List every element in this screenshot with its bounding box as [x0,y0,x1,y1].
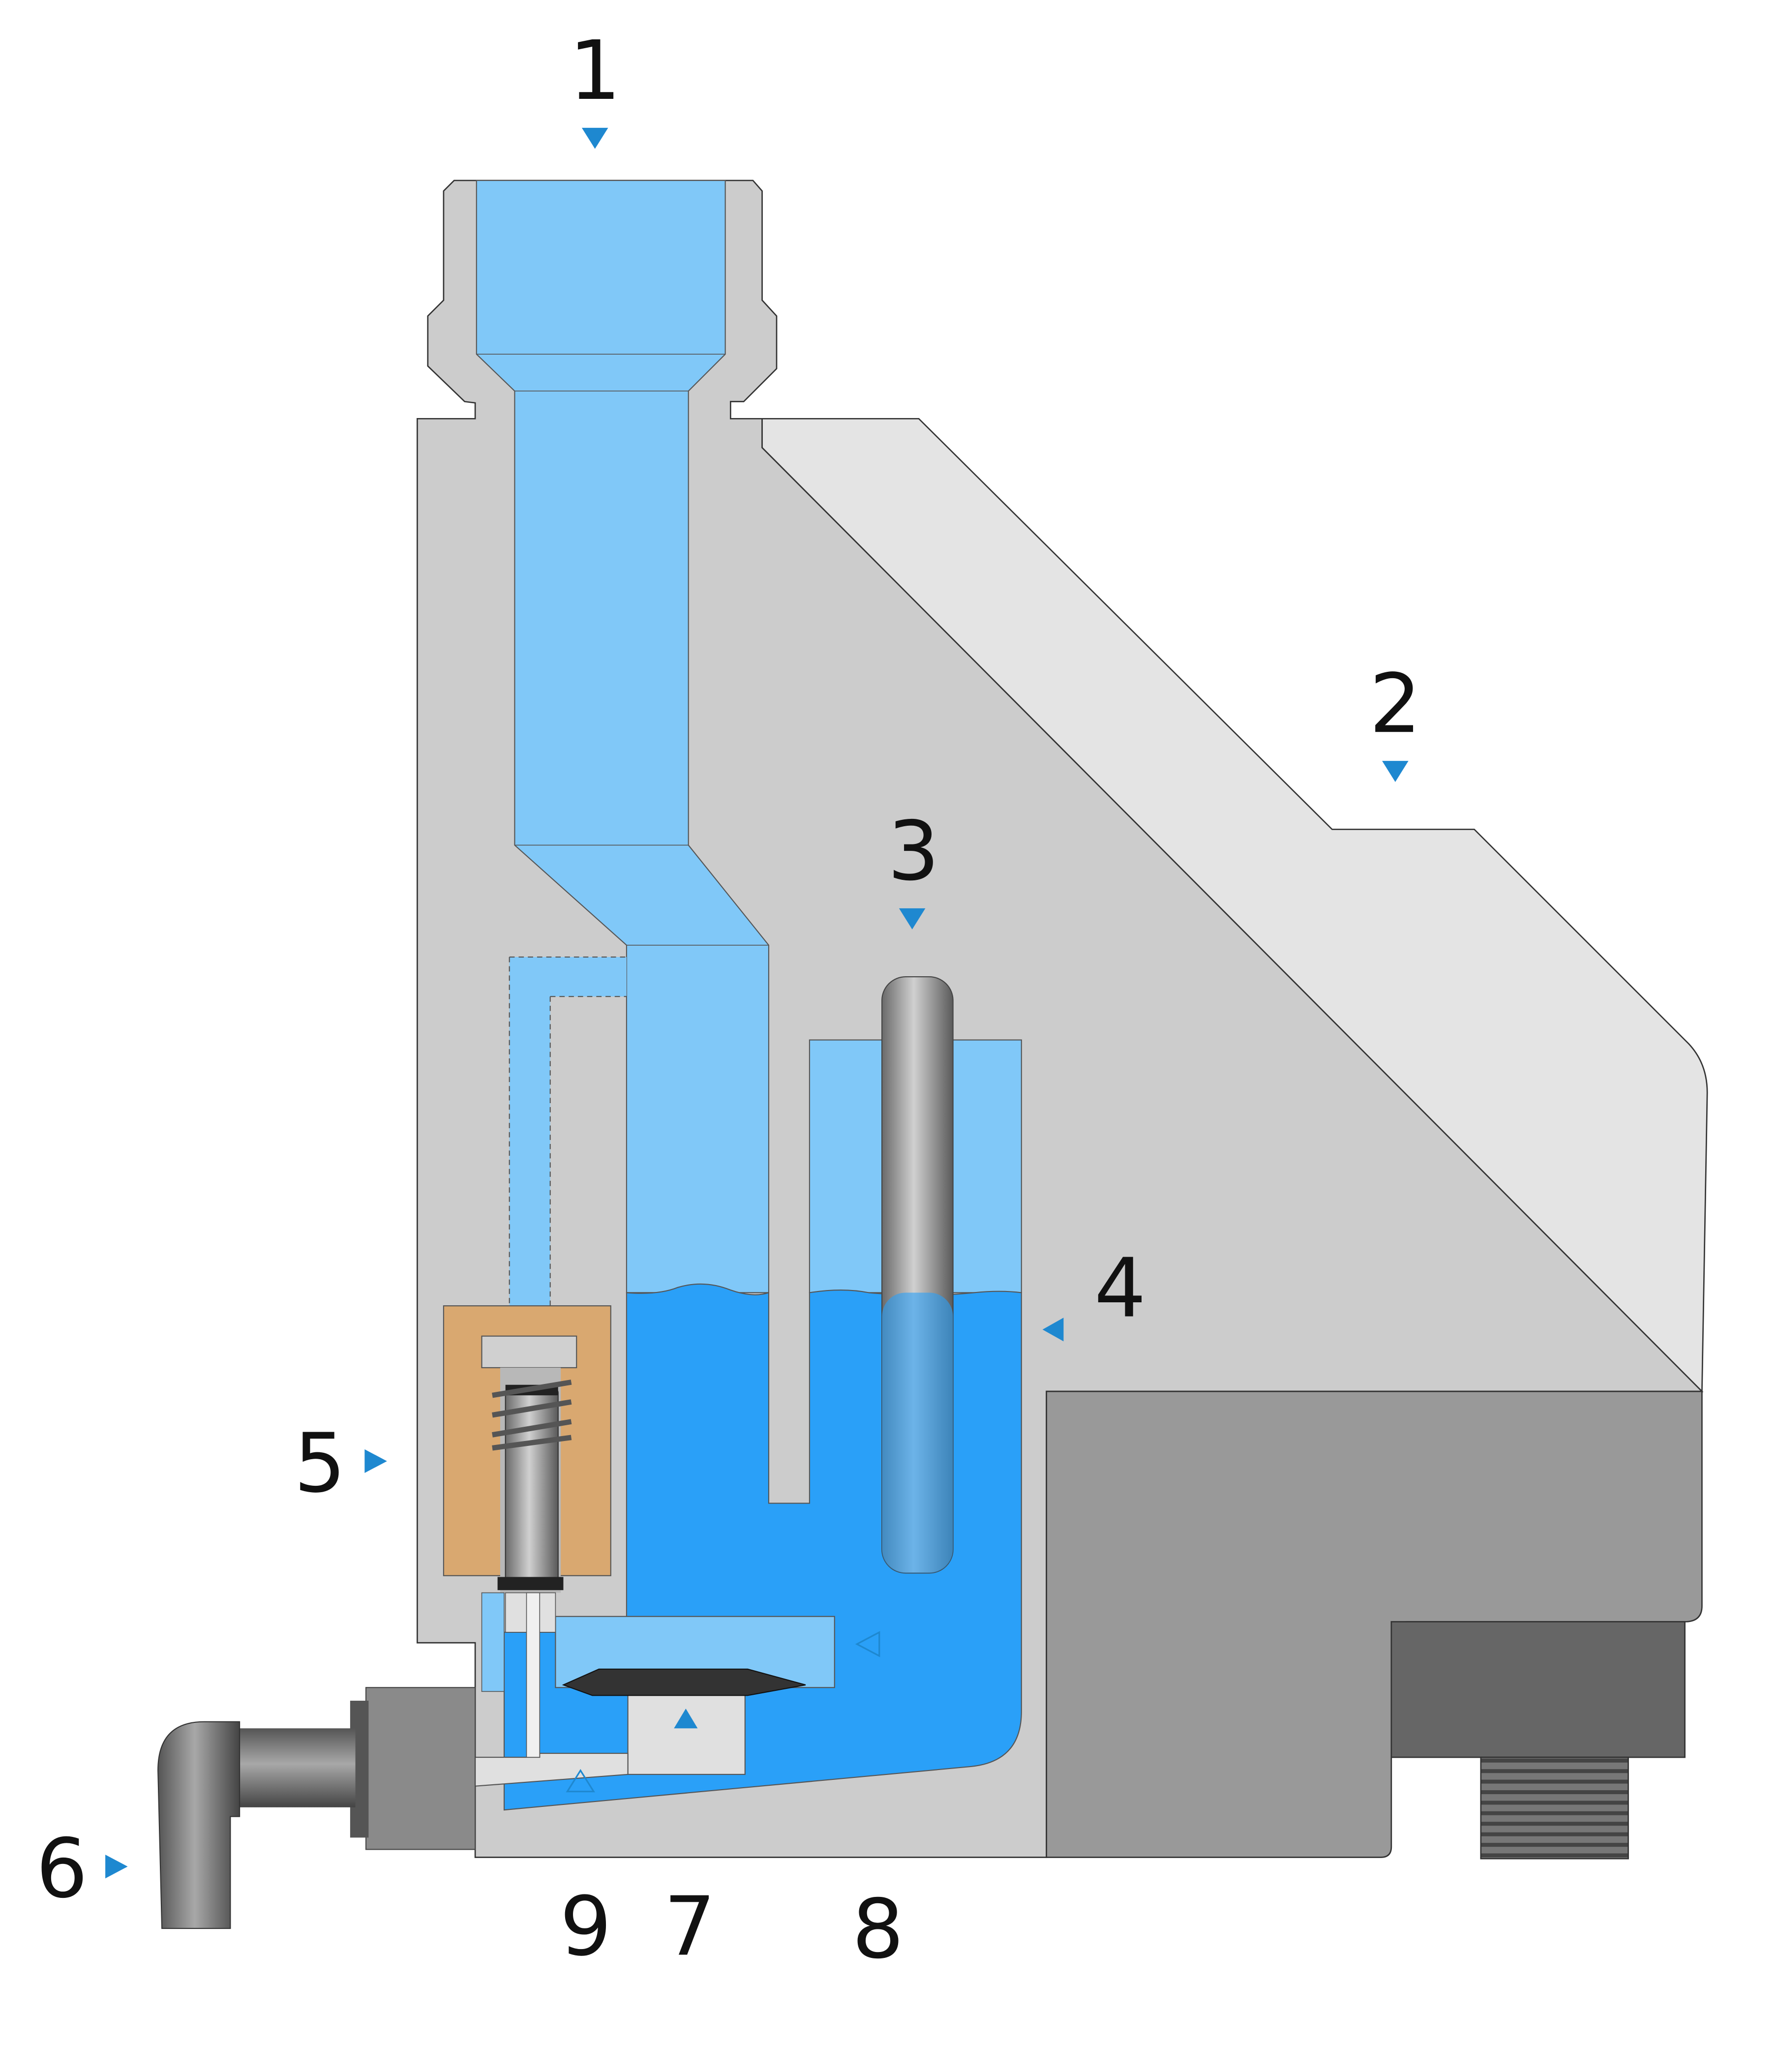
marker-7 [674,1709,698,1729]
marker-5 [364,1449,387,1473]
flow-arrow-left [855,1631,880,1657]
label-7: 7 [664,1880,716,1975]
marker-3 [899,908,926,930]
diaphragm [562,1668,806,1696]
label-3: 3 [888,804,940,899]
label-2: 2 [1369,657,1421,751]
label-9: 9 [560,1880,612,1975]
label-4: 4 [1094,1241,1146,1336]
marker-1 [581,127,608,149]
markers [105,127,1409,1879]
marker-6 [105,1855,128,1879]
label-5: 5 [294,1416,346,1511]
marker-4 [1042,1318,1064,1342]
flow-arrow-up [566,1769,595,1793]
threaded-outlet [1480,1756,1629,1860]
label-8: 8 [852,1882,904,1977]
top-cover [761,418,1708,1393]
drain-elbow [157,1721,241,1929]
electronics-block [1390,1621,1686,1758]
label-6: 6 [36,1822,88,1917]
marker-2 [1382,761,1409,782]
outlet-nut [365,1687,476,1850]
label-1: 1 [569,24,621,119]
solenoid-spring [492,1380,572,1451]
valve-seat [627,1687,746,1775]
solenoid-plunger [505,1388,559,1587]
pilot-channel [509,957,627,1336]
